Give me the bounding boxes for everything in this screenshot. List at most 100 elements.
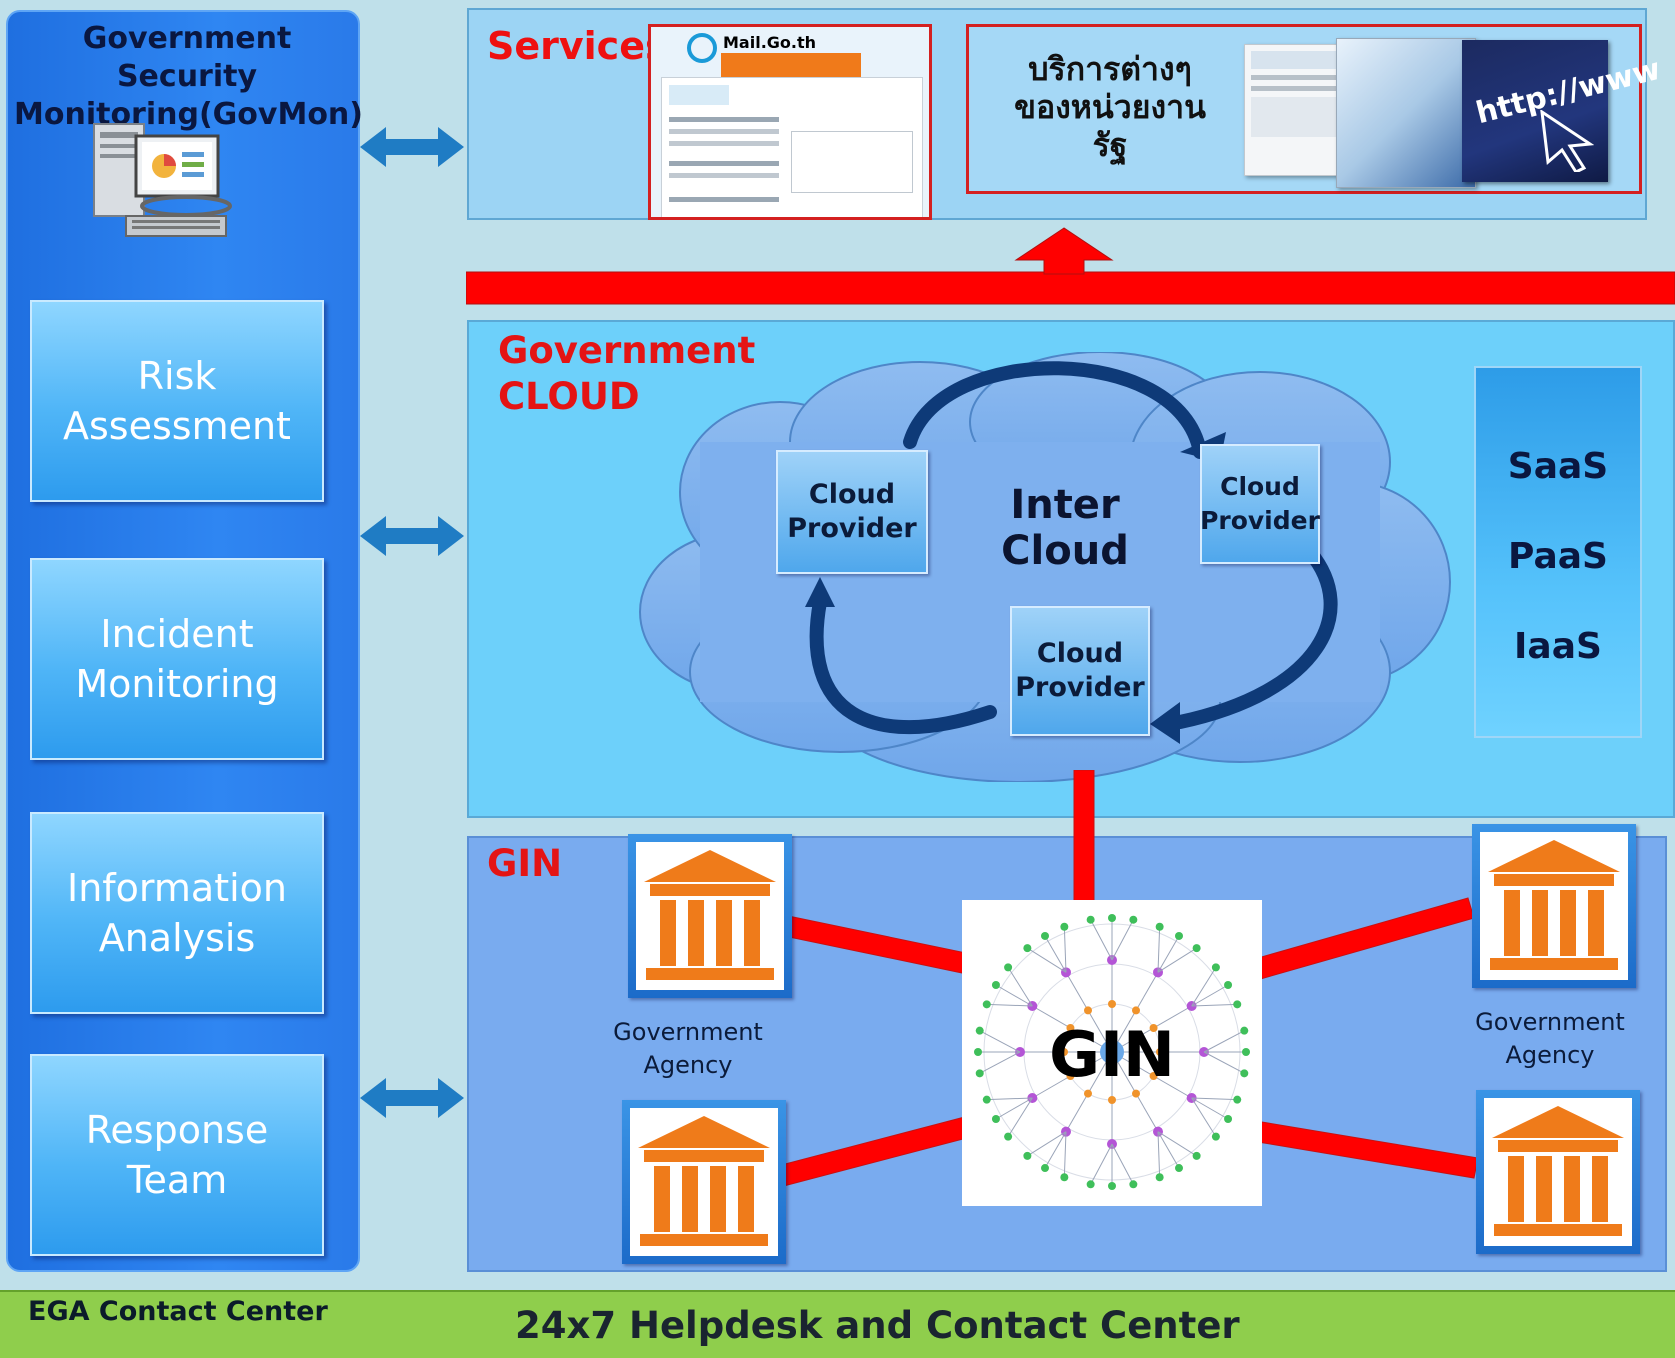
network-leaf-node — [974, 1048, 982, 1056]
inter-cloud-label: Inter Cloud — [1001, 482, 1129, 574]
network-leaf-node — [1233, 1000, 1242, 1009]
network-node — [1066, 1072, 1075, 1080]
mail-logo: Mail.Go.th — [723, 33, 817, 52]
services-link-arrow — [360, 127, 464, 167]
website-screenshot-1 — [1244, 44, 1350, 176]
network-node — [1108, 1000, 1116, 1008]
website-screenshot-2 — [1336, 38, 1476, 188]
network-node — [1060, 1048, 1068, 1056]
network-node — [1156, 1048, 1164, 1056]
network-leaf-node — [975, 1026, 984, 1035]
network-leaf-node — [1175, 1164, 1183, 1173]
incident-monitoring-box: Incident Monitoring — [30, 558, 324, 760]
network-leaf-node — [1240, 1026, 1249, 1035]
network-node — [1186, 1093, 1197, 1103]
network-node — [1027, 1093, 1038, 1103]
cloud-provider-left: Cloud Provider — [776, 450, 928, 574]
agency-building-bottom-left — [622, 1100, 786, 1264]
network-leaf-node — [1060, 922, 1069, 931]
government-building-icon — [1488, 840, 1620, 970]
network-leaf-node — [1192, 1151, 1201, 1160]
network-link — [1157, 1131, 1180, 1169]
network-leaf-node — [982, 1095, 991, 1104]
network-leaf-node — [1004, 963, 1013, 972]
network-link — [1044, 1131, 1067, 1169]
network-link — [986, 1097, 1033, 1101]
network-node — [1027, 1001, 1038, 1011]
network-link — [986, 1003, 1033, 1007]
agency-building-top-left — [628, 834, 792, 998]
network-node — [1132, 1006, 1140, 1015]
network-link — [979, 1051, 1021, 1074]
government-building-icon — [644, 850, 776, 980]
network-leaf-node — [1041, 931, 1049, 940]
network-leaf-node — [1233, 1095, 1242, 1104]
network-leaf-node — [1224, 1115, 1233, 1123]
network-leaf-node — [1108, 914, 1116, 922]
network-leaf-node — [1224, 981, 1233, 989]
http-screenshot: http://www — [1462, 40, 1664, 182]
network-link — [1090, 919, 1113, 961]
govmon-title: Government Security Monitoring(GovMon) — [14, 21, 363, 132]
network-link — [1007, 967, 1033, 1007]
monitoring-computer-icon — [93, 123, 232, 237]
contact-center-bar — [0, 1290, 1675, 1358]
mail-go-th-screenshot: Mail.Go.th — [648, 24, 932, 220]
network-leaf-node — [991, 1115, 1000, 1123]
network-link — [1111, 1143, 1134, 1185]
network-hub-node — [1100, 1040, 1124, 1064]
network-leaf-node — [1086, 915, 1095, 924]
network-leaf-node — [1175, 931, 1183, 940]
red-bus-arrow — [466, 227, 1675, 305]
cloud-provider-bottom: Cloud Provider — [1010, 606, 1150, 736]
network-link — [1157, 947, 1197, 973]
cloud-link-arrow — [360, 516, 464, 556]
network-leaf-node — [1041, 1164, 1049, 1173]
services-label: Services — [487, 24, 668, 68]
network-node — [1066, 1024, 1075, 1032]
network-link — [1157, 1131, 1197, 1157]
network-link — [1191, 1097, 1238, 1101]
response-team-box: Response Team — [30, 1054, 324, 1256]
government-building-icon — [1492, 1106, 1624, 1236]
gov-services-text: บริการต่างๆ ของหน่วยงานรัฐ — [1014, 50, 1206, 164]
network-link — [1027, 1131, 1067, 1157]
network-node — [1061, 967, 1071, 978]
information-analysis-box: Information Analysis — [30, 812, 324, 1014]
iaas-label: IaaS — [1514, 626, 1602, 667]
network-node — [1061, 1126, 1071, 1137]
network-link — [979, 1030, 1021, 1053]
network-link — [1157, 935, 1180, 973]
network-node — [1084, 1089, 1092, 1098]
gin-center-label: GIN — [1049, 1018, 1175, 1091]
network-node-graph — [974, 914, 1250, 1190]
gin-label: GIN — [487, 842, 563, 885]
network-link — [1191, 967, 1217, 1007]
network-link — [1007, 1097, 1033, 1137]
network-link — [1157, 1131, 1161, 1178]
network-node — [1186, 1001, 1197, 1011]
saas-label: SaaS — [1507, 446, 1609, 487]
at-sign-icon — [687, 33, 717, 63]
network-node — [1153, 967, 1163, 978]
network-link — [1111, 919, 1134, 961]
cursor-arrow-icon — [1540, 110, 1594, 172]
government-cloud-label: Government CLOUD — [498, 329, 756, 418]
network-node — [1084, 1006, 1092, 1015]
network-leaf-node — [1086, 1180, 1095, 1189]
network-leaf-node — [1240, 1069, 1249, 1078]
network-leaf-node — [1192, 944, 1201, 953]
agency-label-left: Government Agency — [613, 1018, 763, 1079]
network-node — [1149, 1024, 1158, 1032]
agency-building-top-right — [1472, 824, 1636, 988]
network-leaf-node — [1211, 1132, 1220, 1141]
cloud-provider-right: Cloud Provider — [1200, 444, 1320, 564]
network-link — [1063, 926, 1067, 973]
network-link — [995, 1097, 1033, 1120]
network-leaf-node — [991, 981, 1000, 989]
network-leaf-node — [982, 1000, 991, 1009]
helpdesk-label: 24x7 Helpdesk and Contact Center — [515, 1304, 1240, 1347]
network-leaf-node — [1242, 1048, 1250, 1056]
network-node — [1149, 1072, 1158, 1080]
network-leaf-node — [1108, 1182, 1116, 1190]
